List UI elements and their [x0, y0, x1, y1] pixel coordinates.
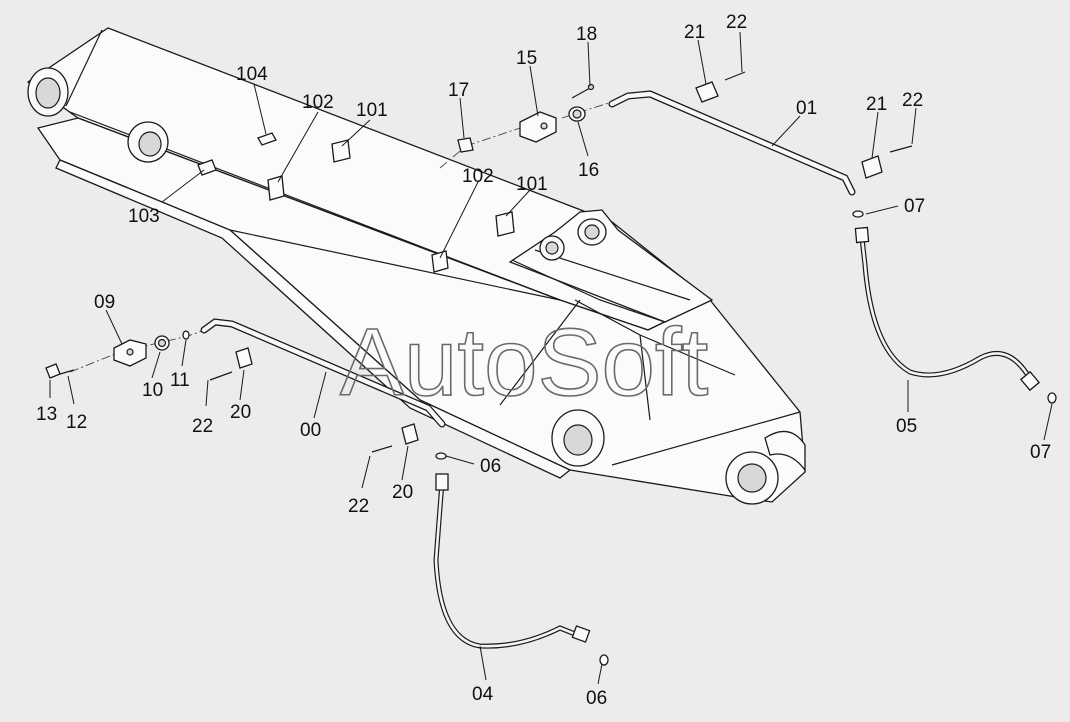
callout-17: 17: [448, 80, 469, 101]
callout-22: 22: [902, 90, 923, 111]
o-ring-06b: [599, 654, 609, 666]
callout-06: 06: [586, 688, 607, 709]
bracket-101a: [331, 139, 351, 163]
valve-block-15: [519, 111, 557, 143]
callout-101: 101: [356, 100, 388, 121]
hose-brackets: [197, 132, 515, 273]
clamp-20a: [235, 347, 253, 369]
callout-10: 10: [142, 380, 163, 401]
steel-pipe-01: [608, 90, 856, 196]
callout-12: 12: [66, 412, 87, 433]
callout-05: 05: [896, 416, 917, 437]
callout-16: 16: [578, 160, 599, 181]
upper-pipe-assembly: [439, 71, 1057, 404]
nut-13: [45, 363, 61, 379]
bracket-102a: [267, 175, 285, 201]
bracket-104: [257, 132, 277, 146]
callout-102: 102: [302, 92, 334, 113]
bracket-101b: [495, 211, 515, 237]
o-ring-06a: [435, 452, 447, 460]
callout-04: 04: [472, 684, 494, 705]
lower-pipe-assembly: [45, 318, 609, 666]
hose-04: [433, 479, 583, 649]
callout-labels: 104 102 101 103 17 15 18 16 21 22 01 21 …: [36, 12, 1051, 709]
callout-18: 18: [576, 24, 597, 45]
callout-102: 102: [462, 166, 494, 187]
callout-101: 101: [516, 174, 548, 195]
callout-22: 22: [726, 12, 747, 33]
bracket-102b: [431, 250, 449, 273]
watermark-text: AutoSoft: [340, 309, 708, 416]
callout-06: 06: [480, 456, 501, 477]
callout-13: 13: [36, 404, 57, 425]
callout-22: 22: [348, 496, 369, 517]
callout-104: 104: [236, 64, 268, 85]
boom-arm: [26, 27, 806, 505]
hose-05: [859, 235, 1035, 385]
callout-09: 09: [94, 292, 115, 313]
nut-17: [457, 137, 474, 153]
boom-bracket-plate: [508, 209, 714, 323]
callout-20: 20: [230, 402, 251, 423]
leader-lines: [49, 31, 1053, 685]
callout-01: 01: [796, 98, 817, 119]
clamp-20b: [401, 423, 419, 445]
callout-11: 11: [170, 370, 190, 391]
steel-pipe-00: [200, 318, 446, 428]
callout-103: 103: [128, 206, 160, 227]
callout-15: 15: [516, 48, 537, 69]
callout-07: 07: [1030, 442, 1051, 463]
callout-22: 22: [192, 416, 213, 437]
callout-21: 21: [684, 22, 705, 43]
clamp-21b: [861, 155, 883, 179]
o-ring-11: [182, 330, 190, 340]
callout-07: 07: [904, 196, 925, 217]
callout-21: 21: [866, 94, 887, 115]
o-ring-07b: [1047, 392, 1057, 404]
callout-00: 00: [300, 420, 321, 441]
clamp-21a: [695, 81, 719, 103]
boom-bottom-plate: [55, 159, 572, 479]
o-ring-07a: [852, 210, 864, 218]
callout-20: 20: [392, 482, 413, 503]
